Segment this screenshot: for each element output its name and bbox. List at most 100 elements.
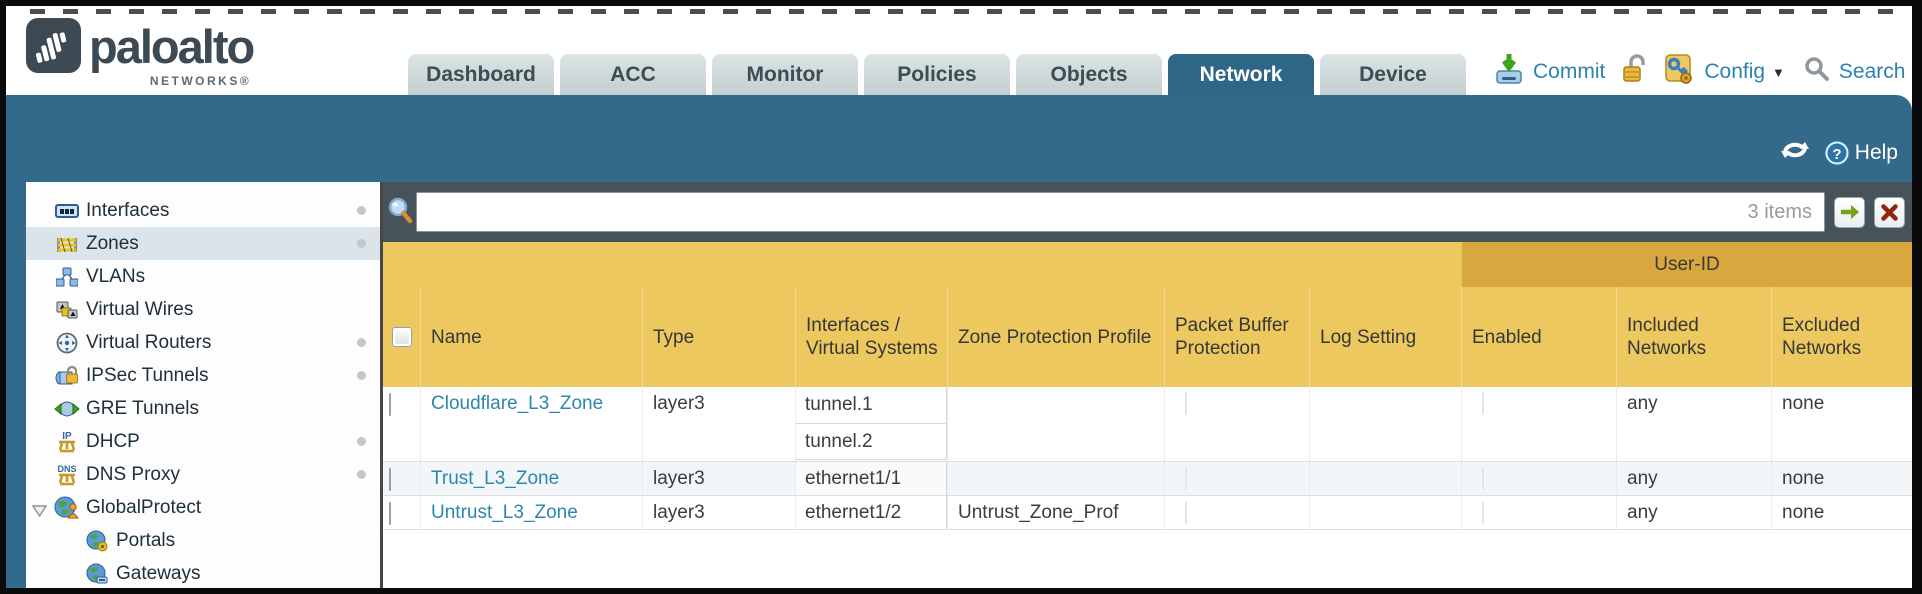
filter-input[interactable]: 3 items	[416, 192, 1825, 232]
apply-filter-button[interactable]	[1834, 196, 1865, 228]
content-area: Interfaces Zones VLANs Vir	[6, 182, 1912, 588]
top-bar: paloalto NETWORKS® Dashboard ACC Monitor…	[6, 6, 1912, 95]
sidebar-item-label: Virtual Wires	[86, 298, 194, 320]
lock-icon[interactable]	[1622, 54, 1648, 90]
select-all-checkbox[interactable]	[391, 327, 412, 347]
sidebar-item-dhcp[interactable]: IP DHCP	[26, 425, 380, 458]
interfaces-cell: ethernet1/1	[796, 462, 948, 495]
column-header-zone-protection-profile[interactable]: Zone Protection Profile	[948, 287, 1165, 387]
sidebar-item-zones[interactable]: Zones	[26, 227, 380, 260]
config-caret-icon[interactable]: ▼	[1772, 64, 1785, 80]
sidebar-item-globalprotect[interactable]: GlobalProtect	[26, 491, 380, 524]
zone-protection-profile-cell	[948, 462, 1165, 495]
included-networks-cell: any	[1617, 496, 1772, 529]
tab-device[interactable]: Device	[1320, 54, 1466, 95]
packet-buffer-checkbox[interactable]	[1185, 467, 1187, 490]
row-checkbox[interactable]	[389, 393, 391, 416]
tab-objects[interactable]: Objects	[1016, 54, 1162, 95]
collapse-triangle-icon[interactable]	[31, 501, 48, 523]
sidebar-item-dns-proxy[interactable]: DNS DNS Proxy	[26, 458, 380, 491]
tab-monitor[interactable]: Monitor	[712, 54, 858, 95]
gre-tunnels-icon	[54, 397, 80, 421]
column-header-packet-buffer-protection[interactable]: Packet Buffer Protection	[1165, 287, 1310, 387]
zones-main-panel: 3 items User-ID Name Type Interfaces /	[383, 182, 1912, 588]
included-networks-cell: any	[1617, 387, 1772, 461]
search-icon[interactable]	[1804, 56, 1830, 88]
column-header-included-networks[interactable]: Included Networks	[1617, 287, 1772, 387]
user-id-enabled-checkbox[interactable]	[1482, 392, 1484, 415]
refresh-icon[interactable]	[1779, 136, 1811, 170]
column-header-type[interactable]: Type	[643, 287, 796, 387]
column-header-enabled[interactable]: Enabled	[1462, 287, 1617, 387]
sidebar-item-gre-tunnels[interactable]: GRE Tunnels	[26, 392, 380, 425]
commit-button[interactable]: Commit	[1533, 60, 1606, 83]
svg-text:DNS: DNS	[57, 464, 76, 474]
tab-dashboard[interactable]: Dashboard	[408, 54, 554, 95]
row-checkbox[interactable]	[389, 468, 391, 491]
tab-policies[interactable]: Policies	[864, 54, 1010, 95]
status-dot	[357, 206, 366, 215]
sidebar-item-label: Gateways	[116, 562, 201, 584]
zone-name-link[interactable]: Trust_L3_Zone	[431, 468, 560, 489]
zone-type-cell: layer3	[643, 387, 796, 461]
sidebar-item-portals[interactable]: Portals	[26, 524, 380, 557]
sidebar-item-label: Virtual Routers	[86, 331, 212, 353]
commit-icon[interactable]	[1494, 53, 1524, 91]
config-icon[interactable]	[1663, 53, 1695, 91]
row-checkbox[interactable]	[389, 502, 391, 525]
column-header-excluded-networks[interactable]: Excluded Networks	[1782, 315, 1862, 359]
browser-viewport: paloalto NETWORKS® Dashboard ACC Monitor…	[6, 6, 1912, 588]
excluded-networks-cell: none	[1782, 393, 1825, 414]
column-header-interfaces[interactable]: Interfaces / Virtual Systems	[796, 287, 948, 387]
sidebar-item-vlans[interactable]: VLANs	[26, 260, 380, 293]
user-id-enabled-checkbox[interactable]	[1482, 501, 1484, 524]
filter-magnifier-icon[interactable]	[387, 196, 413, 229]
svg-text:?: ?	[1832, 146, 1841, 163]
zone-type-cell: layer3	[643, 496, 796, 529]
sidebar-item-label: Zones	[86, 232, 139, 254]
sidebar-item-label: VLANs	[86, 265, 146, 287]
help-label[interactable]: Help	[1854, 141, 1898, 164]
interface-entry: tunnel.2	[796, 423, 947, 460]
interface-entry: ethernet1/1	[796, 462, 947, 495]
packet-buffer-protection-cell	[1165, 387, 1310, 461]
status-dot	[357, 371, 366, 380]
zone-name-link[interactable]: Cloudflare_L3_Zone	[431, 393, 604, 414]
user-id-enabled-checkbox[interactable]	[1482, 467, 1484, 490]
sidebar-item-virtual-wires[interactable]: Virtual Wires	[26, 293, 380, 326]
table-row: Trust_L3_Zone layer3 ethernet1/1 any non…	[383, 462, 1912, 496]
clear-filter-button[interactable]	[1874, 196, 1905, 228]
zone-name-link[interactable]: Untrust_L3_Zone	[431, 502, 578, 523]
packet-buffer-protection-cell	[1165, 496, 1310, 529]
search-button[interactable]: Search	[1838, 60, 1906, 83]
gateways-icon	[84, 562, 110, 586]
help-icon[interactable]: ?	[1823, 139, 1851, 167]
page-header-band: ? Help	[6, 95, 1912, 182]
sidebar-divider	[380, 182, 383, 588]
globalprotect-icon	[54, 496, 80, 520]
zone-protection-profile-cell: Untrust_Zone_Prof	[948, 496, 1165, 529]
zone-type-cell: layer3	[643, 462, 796, 495]
packet-buffer-checkbox[interactable]	[1185, 501, 1187, 524]
paloalto-logo-text: paloalto NETWORKS®	[89, 20, 255, 88]
sidebar-item-gateways[interactable]: Gateways	[26, 557, 380, 588]
config-menu[interactable]: Config	[1704, 60, 1766, 83]
column-header-log-setting[interactable]: Log Setting	[1310, 287, 1462, 387]
sidebar-item-interfaces[interactable]: Interfaces	[26, 194, 380, 227]
sidebar-item-ipsec-tunnels[interactable]: IPSec Tunnels	[26, 359, 380, 392]
tab-acc[interactable]: ACC	[560, 54, 706, 95]
sidebar-item-label: Interfaces	[86, 199, 170, 221]
top-dashed-border	[30, 9, 1898, 14]
interface-entry: ethernet1/2	[796, 496, 947, 529]
tab-network[interactable]: Network	[1168, 54, 1314, 95]
user-id-enabled-cell	[1462, 496, 1617, 529]
network-sidebar: Interfaces Zones VLANs Vir	[26, 182, 380, 588]
user-id-group-header: User-ID	[1462, 242, 1912, 287]
sidebar-item-virtual-routers[interactable]: Virtual Routers	[26, 326, 380, 359]
log-setting-cell	[1310, 496, 1462, 529]
column-header-name[interactable]: Name	[421, 287, 643, 387]
ipsec-tunnels-icon	[54, 364, 80, 388]
sidebar-item-label: Portals	[116, 529, 176, 551]
status-dot	[357, 437, 366, 446]
packet-buffer-checkbox[interactable]	[1185, 392, 1187, 415]
